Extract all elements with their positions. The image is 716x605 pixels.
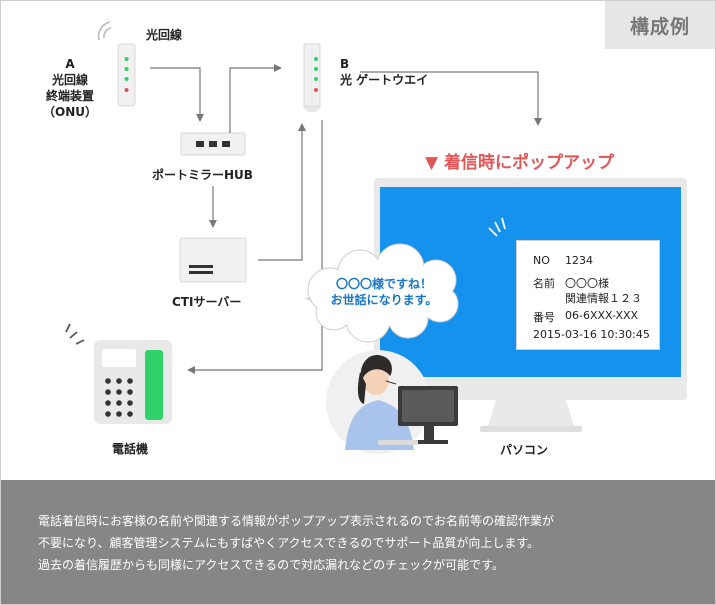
fiber-label: 光回線 (146, 28, 183, 42)
popup-phone-label: 番号 (533, 311, 555, 324)
hub-label: ポートミラーHUB (152, 168, 253, 182)
speech-text: 〇〇〇様ですね！ お世話になります。 (316, 276, 452, 308)
onu-label-line: （ONU） (43, 105, 97, 119)
popup-name-label: 名前 (533, 277, 555, 290)
description-text: 電話着信時にお客様の名前や関連する情報がポップアップ表示されるのでお名前等の確認… (38, 510, 688, 576)
popup-phone-value: 06-6XXX-XXX (565, 309, 639, 322)
popup-alert-icon (488, 217, 506, 237)
onu-label: A 光回線 終端装置 （ONU） (28, 56, 112, 120)
description-line: 電話着信時にお客様の名前や関連する情報がポップアップ表示されるのでお名前等の確認… (38, 514, 555, 528)
gateway-label-line: 光 ゲートウエイ (340, 73, 429, 87)
cti-server-device (179, 237, 247, 283)
gateway-device (302, 43, 322, 112)
pc-label: パソコン (500, 443, 549, 457)
onu-label-line: 終端装置 (45, 89, 94, 103)
cti-label: CTIサーバー (172, 295, 242, 309)
gateway-label-line: B (340, 57, 350, 71)
popup-related-value: 関連情報１２３ (565, 292, 642, 305)
description-panel (1, 480, 715, 604)
onu-device (117, 43, 136, 107)
popup-no-label: NO (533, 254, 550, 267)
speech-line: お世話になります。 (330, 293, 438, 307)
onu-label-line: 光回線 (51, 73, 88, 87)
popup-datetime: 2015-03-16 10:30:45 (533, 328, 650, 341)
popup-no-value: 1234 (565, 254, 593, 267)
description-line: 不要になり、顧客管理システムにもすばやくアクセスできるのでサポート品質が向上しま… (38, 536, 540, 550)
example-badge: 構成例 (605, 1, 715, 49)
popup-name-value: 〇〇〇様 (565, 277, 609, 290)
incoming-call-popup: NO 1234 名前 〇〇〇様 関連情報１２３ 番号 06-6XXX-XXX 2… (516, 240, 660, 350)
telephone-icon (94, 340, 172, 424)
hub-device (180, 132, 246, 156)
connection-lines (150, 64, 542, 374)
popup-title: ▼ 着信時にポップアップ (425, 153, 614, 173)
phone-label: 電話機 (112, 442, 149, 456)
fiber-signal-icon (97, 21, 112, 41)
description-line: 過去の着信履歴からも同様にアクセスできるので対応漏れなどのチェックが可能です。 (38, 558, 504, 572)
gateway-label: B 光 ゲートウエイ (340, 56, 428, 88)
speech-line: 〇〇〇様ですね！ (335, 277, 432, 291)
ring-icon (65, 323, 85, 345)
onu-label-line: A (65, 57, 75, 71)
operator-illustration (326, 350, 458, 454)
